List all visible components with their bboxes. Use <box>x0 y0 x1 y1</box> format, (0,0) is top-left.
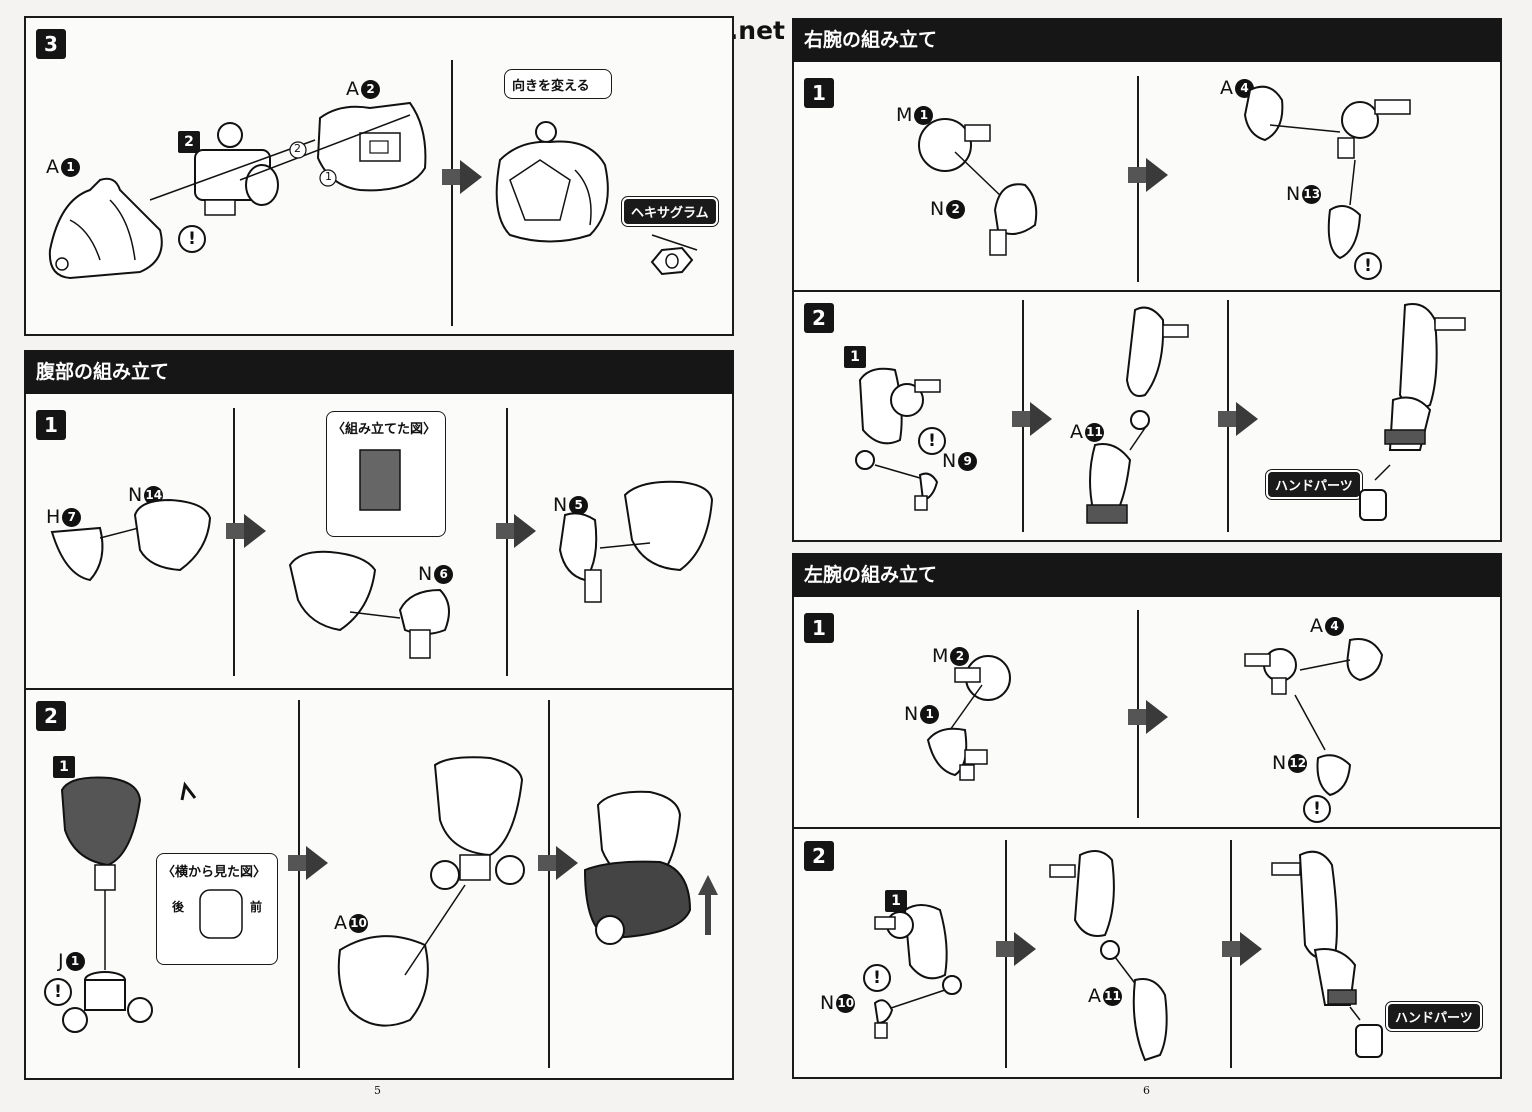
section-header-abdomen: 腹部の組み立て <box>24 350 734 394</box>
divider <box>298 700 300 1068</box>
abdomen-step2-substep-number: 1 <box>53 756 75 778</box>
assembly-lines <box>149 114 411 201</box>
flow-arrow <box>442 160 482 194</box>
part-drawing-left-arm-step2 <box>873 850 1383 1062</box>
flow-arrow <box>1222 932 1262 966</box>
tag-hexagram: ヘキサグラム <box>621 196 719 227</box>
flow-arrow <box>1218 402 1258 436</box>
callout-side-view-title: 〈横から見た図〉 <box>162 865 267 880</box>
flow-arrow <box>226 514 266 548</box>
section-header-left-arm: 左腕の組み立て <box>792 553 1502 597</box>
flow-arrow <box>1012 402 1052 436</box>
divider <box>792 827 1502 829</box>
caution-icon: ! <box>178 225 206 253</box>
callout-num-1: 1 <box>325 170 332 183</box>
abdomen-step2-number: 2 <box>36 701 66 731</box>
flow-arrow <box>538 846 578 880</box>
right-arm-step2-substep-number: 1 <box>844 346 866 368</box>
section-header-right-arm: 右腕の組み立て <box>792 18 1502 62</box>
flow-arrow <box>496 514 536 548</box>
part-drawing-hip-a2 <box>316 101 427 192</box>
part-drawing-abdomen-step1 <box>50 449 714 659</box>
tag-hand-parts: ハンドパーツ <box>1265 469 1363 500</box>
divider <box>792 290 1502 292</box>
callout-turn <box>504 69 612 99</box>
tag-hand-parts-left: ハンドパーツ <box>1385 1001 1483 1032</box>
step3-number: 3 <box>36 29 66 59</box>
divider <box>548 700 550 1068</box>
part-drawing-right-arm-step2 <box>855 303 1466 524</box>
right-arm-step1-number: 1 <box>804 78 834 108</box>
left-arm-step2-number: 2 <box>804 841 834 871</box>
part-drawing-leg-a1 <box>48 177 163 280</box>
caution-icon: ! <box>1354 252 1382 280</box>
abdomen-step1-number: 1 <box>36 410 66 440</box>
part-drawing-hex-nut <box>650 234 698 276</box>
divider <box>506 408 508 676</box>
flow-arrow <box>1128 158 1168 192</box>
left-arm-step2-substep-number: 1 <box>885 890 907 912</box>
part-drawing-left-arm-step1 <box>926 638 1384 797</box>
part-drawing-assembled-hip <box>495 121 609 243</box>
divider <box>451 60 453 326</box>
caution-icon: ! <box>44 978 72 1006</box>
page-number-left: 5 <box>374 1084 381 1097</box>
divider <box>24 688 734 690</box>
step3-substep-number: 2 <box>178 131 200 153</box>
part-drawing-abdomen-step2 <box>60 756 718 1033</box>
page-number-right: 6 <box>1143 1084 1150 1097</box>
label-front: 前 <box>250 900 263 914</box>
caution-icon: ! <box>1303 795 1331 823</box>
flow-arrow <box>1128 700 1168 734</box>
flow-arrow <box>996 932 1036 966</box>
divider <box>233 408 235 676</box>
callout-assembled-view-title: 〈組み立てた図〉 <box>332 422 437 437</box>
label-back: 後 <box>172 900 185 914</box>
right-arm-step2-number: 2 <box>804 303 834 333</box>
right-arm-panel <box>792 62 1502 542</box>
callout-turn-text: 向きを変える <box>512 79 590 94</box>
caution-icon: ! <box>918 427 946 455</box>
caution-icon: ! <box>863 964 891 992</box>
part-drawing-right-arm-step1 <box>918 85 1411 260</box>
callout-num-2: 2 <box>294 142 301 155</box>
flow-arrow <box>288 846 328 880</box>
left-arm-step1-number: 1 <box>804 613 834 643</box>
